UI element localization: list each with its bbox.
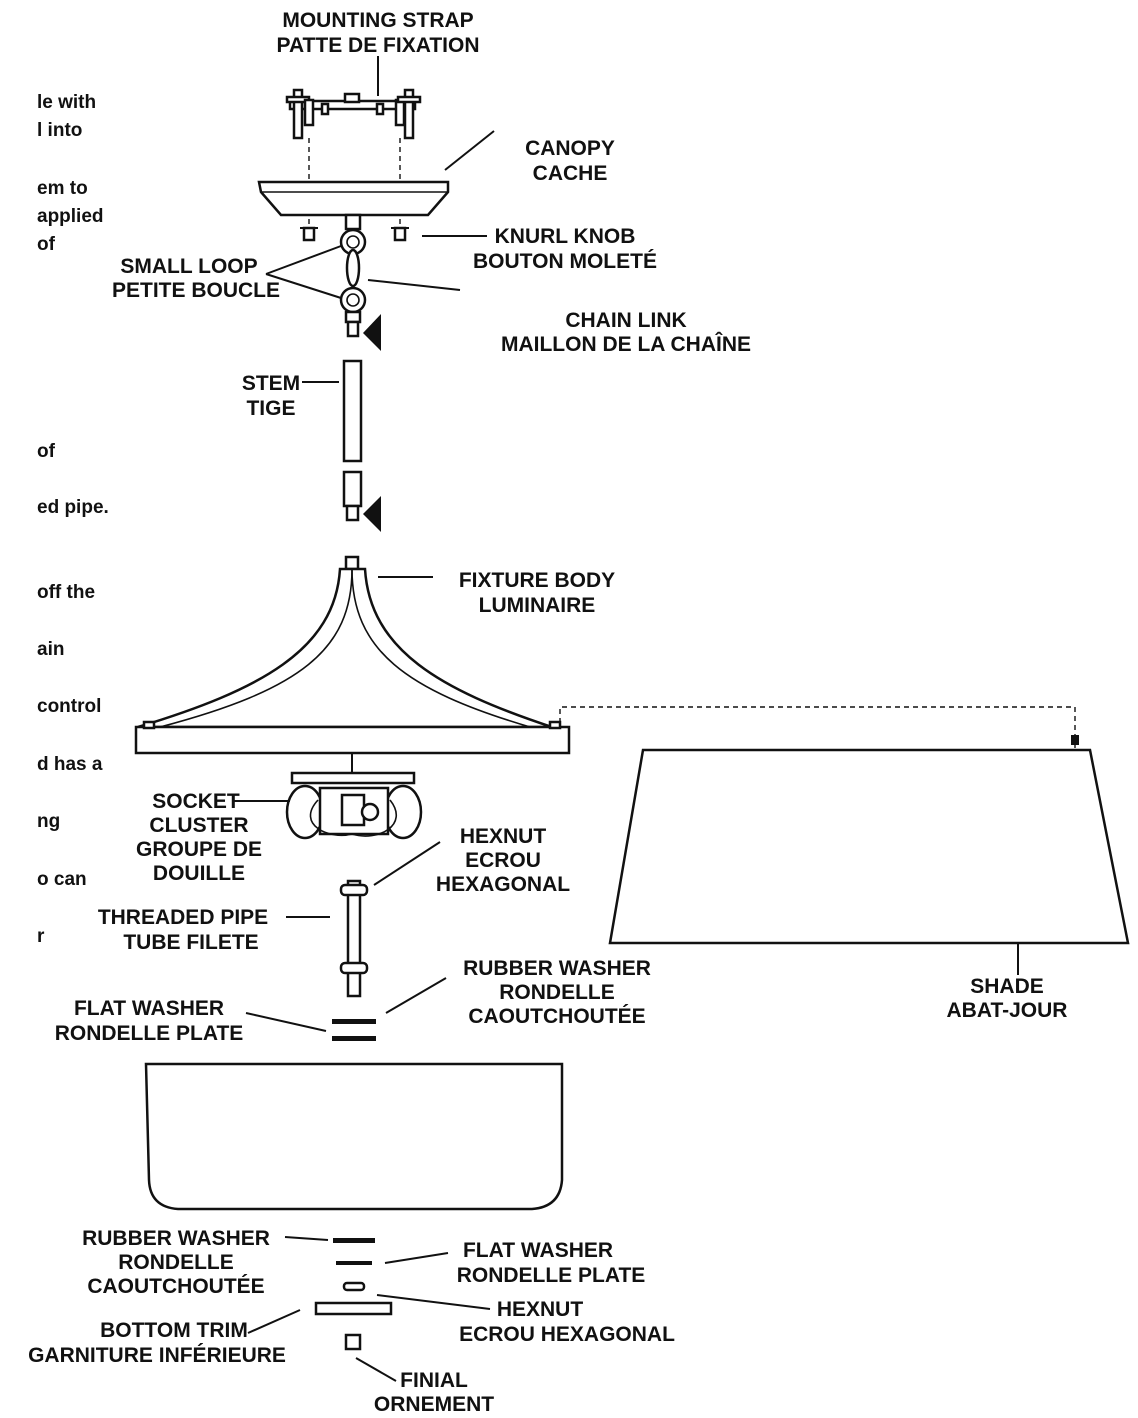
text-fragment: applied — [37, 206, 104, 227]
text-fragment: of — [37, 234, 56, 255]
svg-text:RONDELLE PLATE: RONDELLE PLATE — [55, 1022, 244, 1045]
threaded-pipe-part — [339, 879, 369, 998]
svg-text:MAILLON DE LA CHAÎNE: MAILLON DE LA CHAÎNE — [501, 332, 751, 356]
svg-text:RONDELLE PLATE: RONDELLE PLATE — [457, 1264, 646, 1287]
svg-text:CAOUTCHOUTÉE: CAOUTCHOUTÉE — [87, 1275, 264, 1298]
socket-cluster-part — [285, 753, 423, 840]
chain-link-label: CHAIN LINK MAILLON DE LA CHAÎNE — [367, 279, 751, 356]
svg-text:ORNEMENT: ORNEMENT — [374, 1393, 494, 1416]
svg-text:ECROU: ECROU — [465, 849, 541, 872]
socket-cluster-label: SOCKET CLUSTER GROUPE DE DOUILLE — [136, 790, 290, 885]
svg-text:FINIAL: FINIAL — [400, 1369, 468, 1392]
stem-label: STEM TIGE — [242, 372, 339, 420]
canopy-part — [257, 180, 450, 217]
svg-text:FIXTURE BODY: FIXTURE BODY — [459, 569, 615, 592]
svg-text:HEXAGONAL: HEXAGONAL — [436, 873, 570, 896]
svg-text:KNURL KNOB: KNURL KNOB — [495, 225, 636, 248]
svg-text:BOTTOM TRIM: BOTTOM TRIM — [100, 1319, 248, 1342]
bottom-hardware-part — [314, 1238, 393, 1351]
svg-text:ECROU HEXAGONAL: ECROU HEXAGONAL — [459, 1323, 675, 1346]
hexnut-bottom-label: HEXNUT ECROU HEXAGONAL — [376, 1294, 675, 1346]
svg-text:PATTE DE FIXATION: PATTE DE FIXATION — [277, 34, 480, 57]
knurl-knob-part — [300, 226, 409, 242]
threaded-pipe-label: THREADED PIPE TUBE FILETE — [98, 906, 330, 954]
finial-label: FINIAL ORNEMENT — [355, 1357, 494, 1416]
flat-washer-top-label: FLAT WASHER RONDELLE PLATE — [55, 997, 327, 1045]
shade-label: SHADE ABAT-JOUR — [947, 975, 1068, 1022]
svg-text:FLAT WASHER: FLAT WASHER — [463, 1239, 613, 1262]
knurl-knob-label: KNURL KNOB BOUTON MOLETÉ — [422, 225, 657, 273]
svg-text:HEXNUT: HEXNUT — [497, 1298, 584, 1321]
text-fragment: control — [37, 696, 101, 717]
svg-text:THREADED PIPE: THREADED PIPE — [98, 906, 268, 929]
canopy-label: CANOPY CACHE — [444, 130, 615, 185]
fixture-body-label: FIXTURE BODY LUMINAIRE — [378, 569, 615, 617]
svg-text:RONDELLE: RONDELLE — [118, 1251, 234, 1274]
svg-text:LUMINAIRE: LUMINAIRE — [479, 594, 596, 617]
svg-text:BOUTON MOLETÉ: BOUTON MOLETÉ — [473, 250, 657, 273]
text-fragment: o can — [37, 869, 87, 890]
text-fragment: d has a — [37, 754, 103, 775]
text-fragment: off the — [37, 582, 95, 603]
text-fragment: le with — [37, 92, 96, 113]
stem-part — [342, 359, 381, 532]
small-loop-label: SMALL LOOP PETITE BOUCLE — [112, 245, 342, 302]
chain-part — [339, 213, 381, 351]
text-fragment: em to — [37, 178, 88, 199]
text-fragment: ed pipe. — [37, 497, 109, 518]
svg-text:SOCKET: SOCKET — [152, 790, 240, 813]
rubber-washer-bottom-label: RUBBER WASHER RONDELLE CAOUTCHOUTÉE — [82, 1227, 329, 1298]
svg-text:RUBBER WASHER: RUBBER WASHER — [82, 1227, 270, 1250]
svg-text:RUBBER WASHER: RUBBER WASHER — [463, 957, 651, 980]
text-fragment: ng — [37, 811, 60, 832]
svg-text:STEM: STEM — [242, 372, 300, 395]
svg-text:SHADE: SHADE — [970, 975, 1044, 998]
svg-text:CACHE: CACHE — [533, 162, 608, 185]
svg-text:MOUNTING STRAP: MOUNTING STRAP — [282, 9, 473, 32]
glass-bowl-part — [144, 1062, 564, 1211]
svg-text:ABAT-JOUR: ABAT-JOUR — [947, 999, 1068, 1022]
cropped-instruction-text: le with l into em to applied of of ed pi… — [37, 92, 109, 947]
svg-text:RONDELLE: RONDELLE — [499, 981, 615, 1004]
text-fragment: l into — [37, 120, 82, 141]
svg-text:GARNITURE INFÉRIEURE: GARNITURE INFÉRIEURE — [28, 1344, 286, 1367]
mounting-strap-label: MOUNTING STRAP PATTE DE FIXATION — [277, 9, 480, 96]
svg-text:PETITE BOUCLE: PETITE BOUCLE — [112, 279, 280, 302]
svg-text:TUBE FILETE: TUBE FILETE — [123, 931, 258, 954]
svg-text:FLAT WASHER: FLAT WASHER — [74, 997, 224, 1020]
svg-text:GROUPE DE: GROUPE DE — [136, 838, 262, 861]
text-fragment: of — [37, 441, 56, 462]
hexnut-top-label: HEXNUT ECROU HEXAGONAL — [373, 825, 570, 896]
text-fragment: ain — [37, 639, 64, 660]
text-fragment: r — [37, 926, 45, 947]
rubber-washer-top-label: RUBBER WASHER RONDELLE CAOUTCHOUTÉE — [385, 957, 651, 1028]
shade-part — [559, 706, 1130, 975]
bottom-trim-label: BOTTOM TRIM GARNITURE INFÉRIEURE — [28, 1309, 301, 1367]
top-washers-part — [332, 1019, 376, 1041]
svg-text:CAOUTCHOUTÉE: CAOUTCHOUTÉE — [468, 1005, 645, 1028]
svg-text:HEXNUT: HEXNUT — [460, 825, 547, 848]
svg-text:SMALL LOOP: SMALL LOOP — [120, 255, 257, 278]
svg-text:CHAIN LINK: CHAIN LINK — [565, 309, 686, 332]
flat-washer-bottom-label: FLAT WASHER RONDELLE PLATE — [384, 1239, 646, 1287]
svg-text:DOUILLE: DOUILLE — [153, 862, 245, 885]
svg-text:TIGE: TIGE — [246, 397, 295, 420]
svg-text:CANOPY: CANOPY — [525, 137, 615, 160]
svg-text:CLUSTER: CLUSTER — [149, 814, 248, 837]
